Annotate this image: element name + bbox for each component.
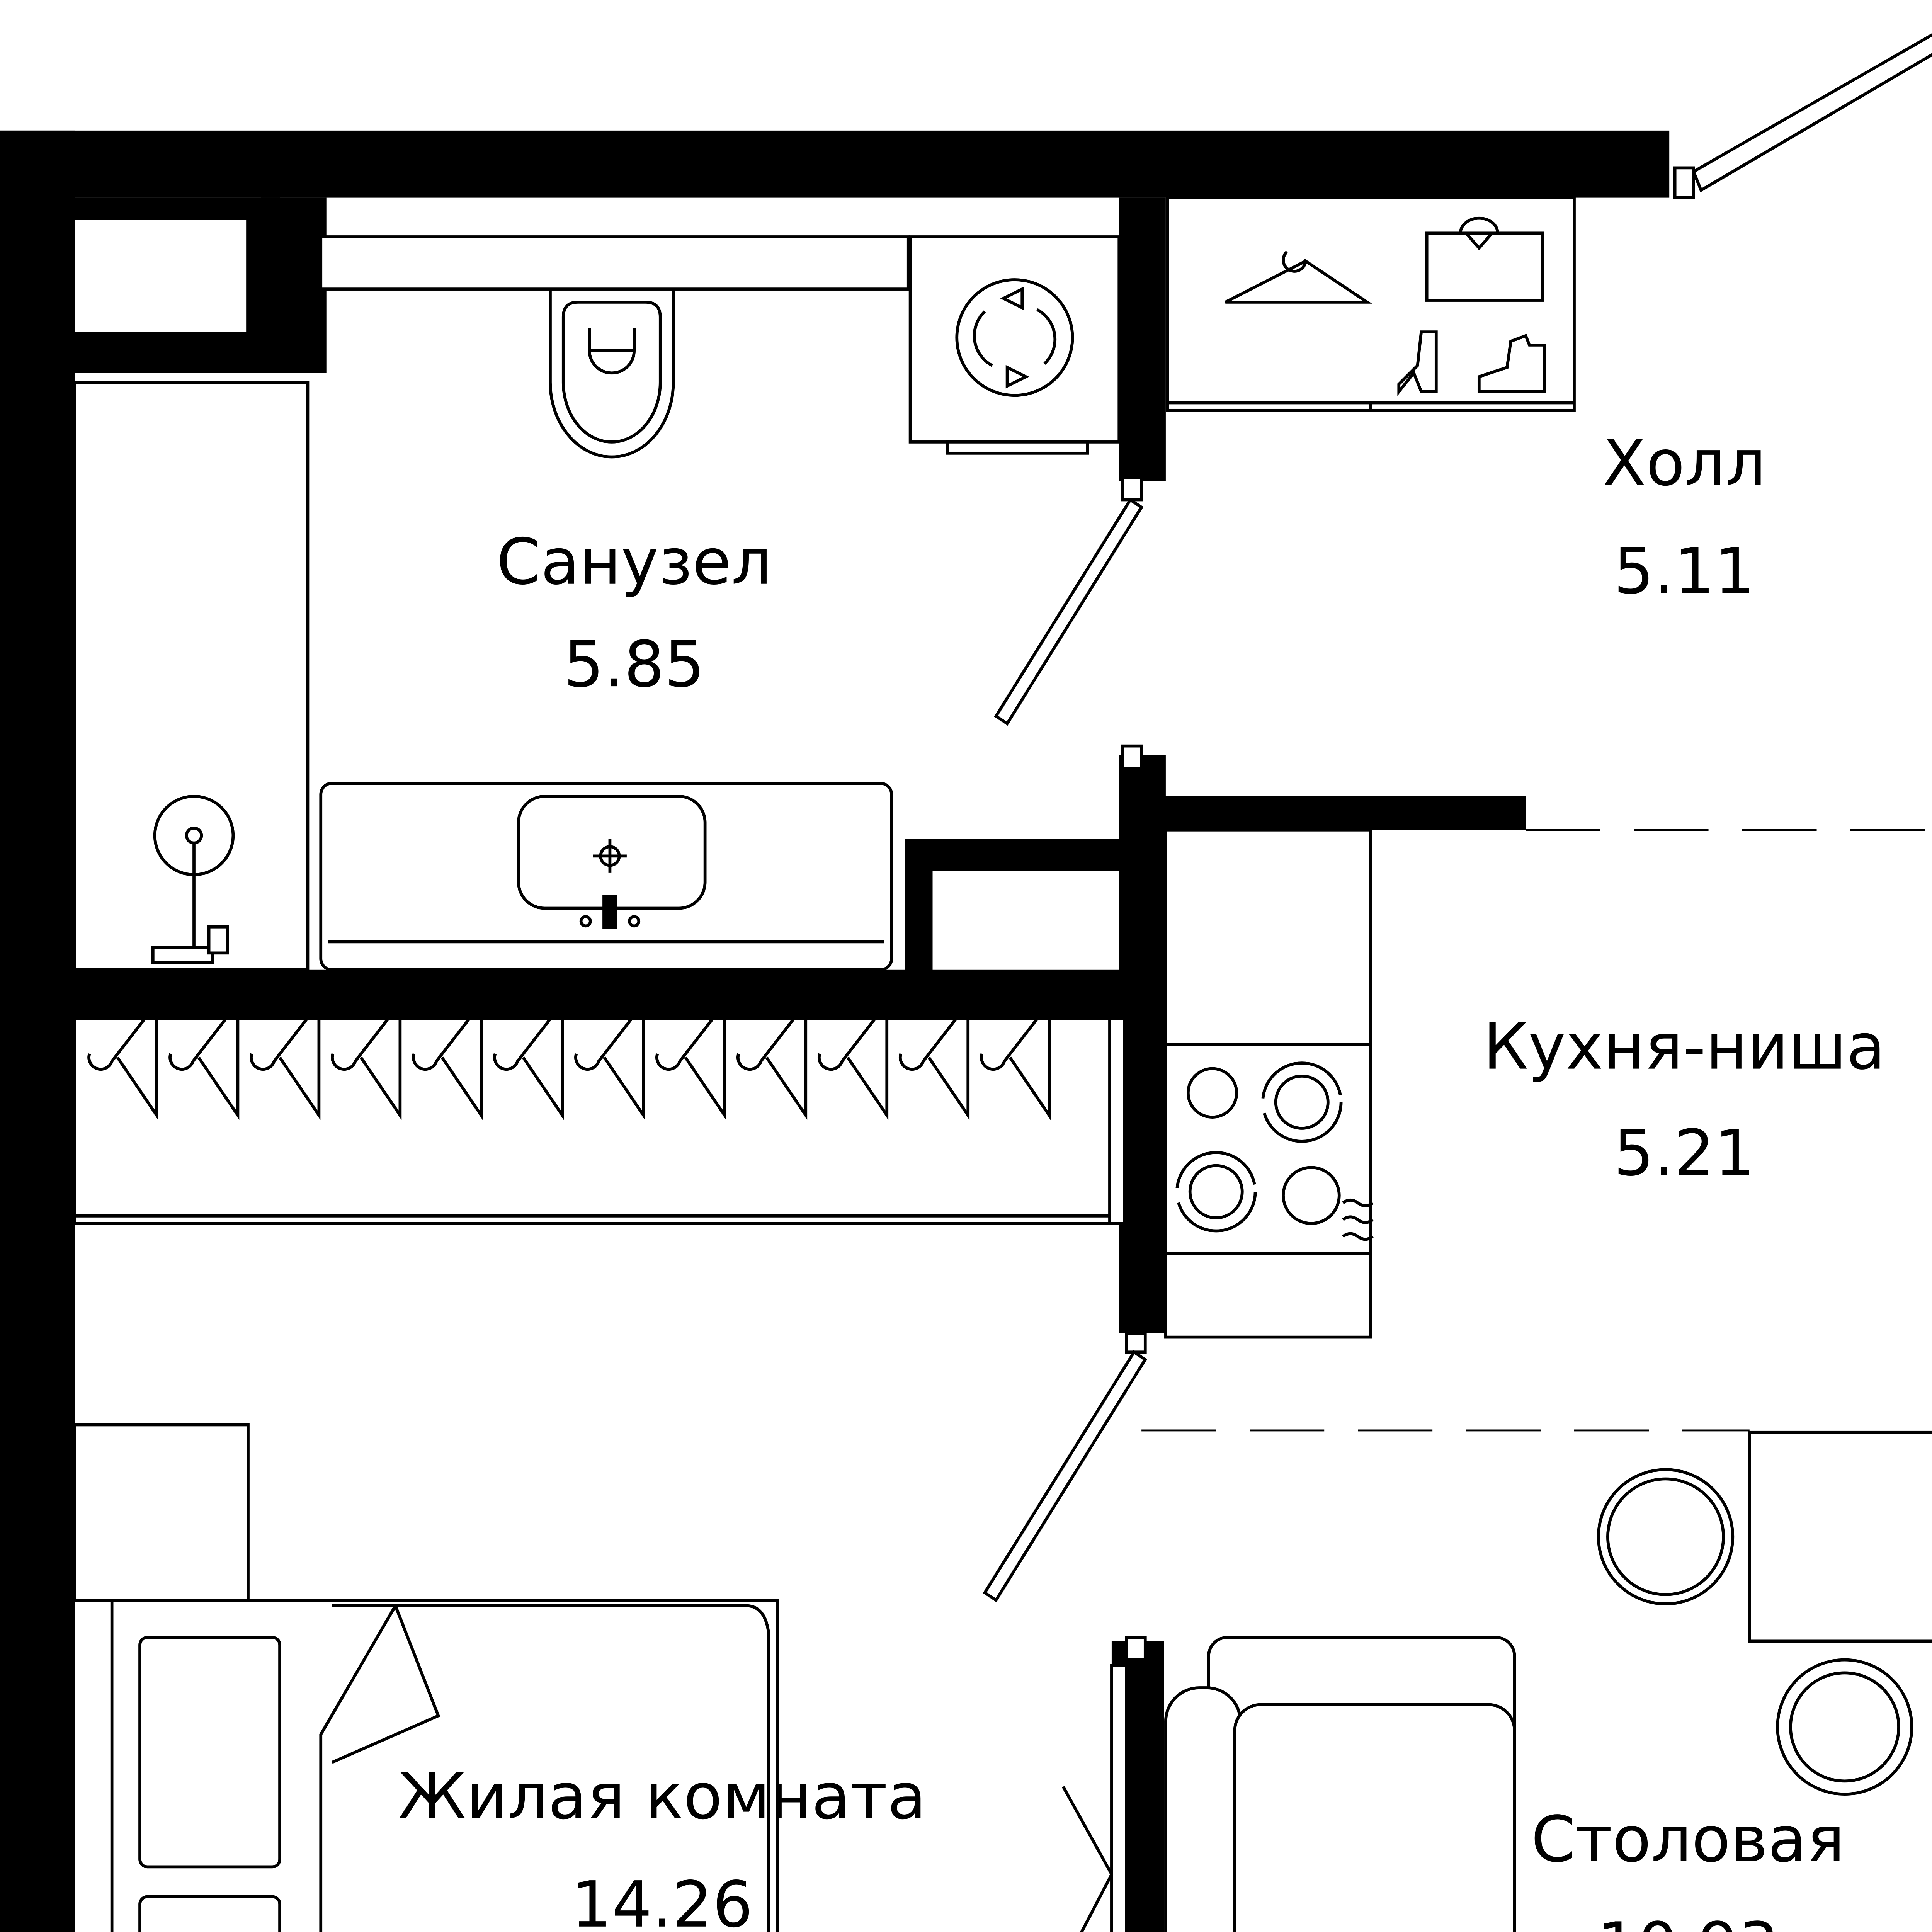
hanger-icon (1225, 250, 1372, 304)
hanger-icon (736, 999, 808, 1120)
bathroom-door[interactable] (994, 476, 1144, 770)
room-area-bathroom: 5.85 (563, 628, 704, 701)
hanger-icon (655, 999, 726, 1120)
hanger-icon (818, 999, 889, 1120)
wardrobe-hall-top (1166, 196, 1576, 412)
shower-icon (151, 795, 235, 964)
hanger-icon (980, 999, 1051, 1120)
kitchen: Кухня-ниша 5.21 (983, 828, 1885, 1602)
washing-machine-icon (908, 235, 1121, 455)
room-name-dining: Столовая (1531, 1803, 1845, 1876)
window (1110, 1664, 1128, 1932)
dining-room: Столовая 10.93 (1164, 1430, 1932, 1932)
room-name-living: Жилая комната (398, 1760, 926, 1833)
hanger-icon (87, 999, 158, 1120)
room-area-hall: 5.11 (1614, 534, 1755, 608)
bar-counter (1748, 1430, 1932, 1643)
living-room: Жилая комната 14.26 (73, 999, 1147, 1932)
kitchen-door[interactable] (983, 1332, 1148, 1602)
sink-icon (319, 782, 893, 971)
hall: Холл 5.11 (1166, 196, 1766, 608)
room-name-bathroom: Санузел (497, 525, 772, 599)
stove-icon (1175, 1061, 1374, 1241)
hanger-icon (493, 999, 564, 1120)
hanger-icon (250, 999, 321, 1120)
toilet-icon (549, 289, 675, 459)
hanger-row (87, 999, 1051, 1120)
hanger-icon (168, 999, 240, 1120)
room-area-living: 14.26 (571, 1868, 753, 1932)
room-area-dining: 10.93 (1597, 1909, 1779, 1932)
bed-icon (110, 1599, 779, 1932)
room-name-kitchen: Кухня-ниша (1483, 1010, 1885, 1084)
walls (0, 130, 1670, 1932)
nightstand (73, 1423, 250, 1602)
room-name-hall: Холл (1602, 426, 1766, 500)
boot-icon (1477, 333, 1546, 393)
bathroom: Санузел 5.85 (73, 235, 1144, 971)
hanger-icon (574, 999, 645, 1120)
wardrobe-living (73, 1017, 1126, 1225)
hanger-icon (331, 999, 402, 1120)
room-area-kitchen: 5.21 (1614, 1116, 1755, 1190)
hanger-icon (412, 999, 483, 1120)
stool-icon (1597, 1468, 1913, 1796)
hanger-icon (899, 999, 970, 1120)
shirt-icon (1425, 231, 1544, 302)
entrance-door[interactable] (1673, 11, 1932, 199)
sofa-icon (1164, 1636, 1516, 1932)
boot-icon (1397, 330, 1438, 396)
